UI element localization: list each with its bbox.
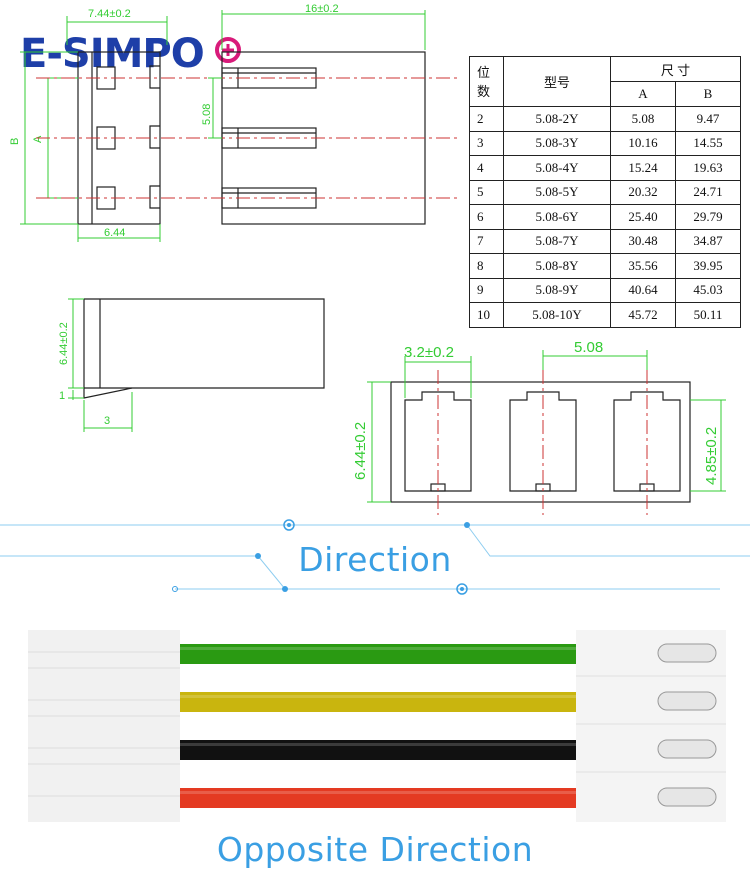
cell-model: 5.08-2Y — [503, 106, 611, 132]
cell-b: 34.87 — [675, 228, 741, 254]
profile-view-dims — [68, 298, 133, 432]
header-a: A — [610, 81, 676, 107]
cell-b: 19.63 — [675, 155, 741, 181]
cell-model: 5.08-3Y — [503, 130, 611, 156]
dim-pitch: 5.08 — [574, 339, 603, 356]
dim-face-height: 6.44±0.2 — [352, 422, 369, 480]
cell-model: 5.08-5Y — [503, 179, 611, 205]
terminal-2 — [657, 691, 717, 711]
wire-red — [180, 788, 576, 808]
cell-a: 30.48 — [610, 228, 676, 254]
table-header-row: 位数 型号 尺 寸 — [469, 56, 741, 107]
cell-position: 10 — [469, 302, 504, 328]
cell-model: 5.08-9Y — [503, 277, 611, 303]
cell-a: 45.72 — [610, 302, 676, 328]
circuit-decoration — [0, 524, 750, 590]
dim-profile-width: 3 — [104, 415, 110, 427]
cell-a: 40.64 — [610, 277, 676, 303]
wire-yellow — [180, 692, 576, 712]
wire-green — [180, 644, 576, 664]
cell-a: 20.32 — [610, 179, 676, 205]
dim-depth: 6.44 — [104, 227, 125, 239]
cell-model: 5.08-7Y — [503, 228, 611, 254]
wire-layer — [180, 644, 576, 808]
dim-height-b: B — [9, 138, 21, 145]
cell-a: 10.16 — [610, 130, 676, 156]
cell-position: 2 — [469, 106, 504, 132]
cell-position: 4 — [469, 155, 504, 181]
circuit-nodes — [172, 519, 470, 595]
face-view-dims — [367, 350, 726, 503]
direction-caption: Direction — [298, 540, 452, 579]
left-connector-housing — [28, 630, 180, 822]
dim-profile-height: 6.44±0.2 — [58, 322, 70, 365]
cable-assembly — [28, 630, 726, 822]
cell-b: 24.71 — [675, 179, 741, 205]
cell-position: 3 — [469, 130, 504, 156]
logo-plus-icon — [215, 37, 241, 63]
cell-position: 6 — [469, 204, 504, 230]
dim-height-a: A — [32, 135, 44, 143]
dim-slot-height: 4.85±0.2 — [703, 427, 720, 485]
header-position: 位数 — [469, 56, 504, 107]
cell-b: 29.79 — [675, 204, 741, 230]
dim-slot-width: 3.2±0.2 — [404, 344, 454, 361]
dim-body-length: 16±0.2 — [305, 3, 339, 15]
wire-highlight — [180, 695, 576, 698]
header-position-label: 位数 — [477, 64, 491, 99]
centerlines-face — [437, 370, 648, 515]
cell-a: 35.56 — [610, 253, 676, 279]
header-size: 尺 寸 — [610, 56, 741, 82]
centerlines-top — [36, 77, 458, 199]
header-b: B — [675, 81, 741, 107]
terminal-4 — [657, 787, 717, 807]
terminal-3 — [657, 739, 717, 759]
dim-top-width: 7.44±0.2 — [88, 8, 131, 20]
cell-position: 7 — [469, 228, 504, 254]
cell-model: 5.08-4Y — [503, 155, 611, 181]
cell-model: 5.08-8Y — [503, 253, 611, 279]
cell-b: 9.47 — [675, 106, 741, 132]
cell-a: 25.40 — [610, 204, 676, 230]
wire-highlight — [180, 647, 576, 650]
cell-b: 45.03 — [675, 277, 741, 303]
wire-highlight — [180, 791, 576, 794]
brand-logo: E-SIMPO — [20, 31, 241, 77]
wire-highlight — [180, 743, 576, 746]
dim-pitch-side: 5.08 — [201, 104, 213, 125]
cell-a: 5.08 — [610, 106, 676, 132]
cell-a: 15.24 — [610, 155, 676, 181]
cell-model: 5.08-6Y — [503, 204, 611, 230]
cell-b: 50.11 — [675, 302, 741, 328]
cell-model: 5.08-10Y — [503, 302, 611, 328]
opposite-direction-caption: Opposite Direction — [216, 830, 534, 869]
face-view — [390, 381, 691, 503]
cell-position: 9 — [469, 277, 504, 303]
side-view-dims — [208, 10, 426, 139]
cell-b: 14.55 — [675, 130, 741, 156]
header-model: 型号 — [503, 56, 611, 107]
dim-profile-step: 1 — [59, 390, 65, 402]
wire-black — [180, 740, 576, 760]
cell-position: 8 — [469, 253, 504, 279]
table-subheader-row: A B — [470, 81, 741, 107]
terminal-1 — [657, 643, 717, 663]
cell-position: 5 — [469, 179, 504, 205]
profile-view — [83, 298, 325, 399]
logo-text: E-SIMPO — [20, 31, 204, 77]
cell-b: 39.95 — [675, 253, 741, 279]
